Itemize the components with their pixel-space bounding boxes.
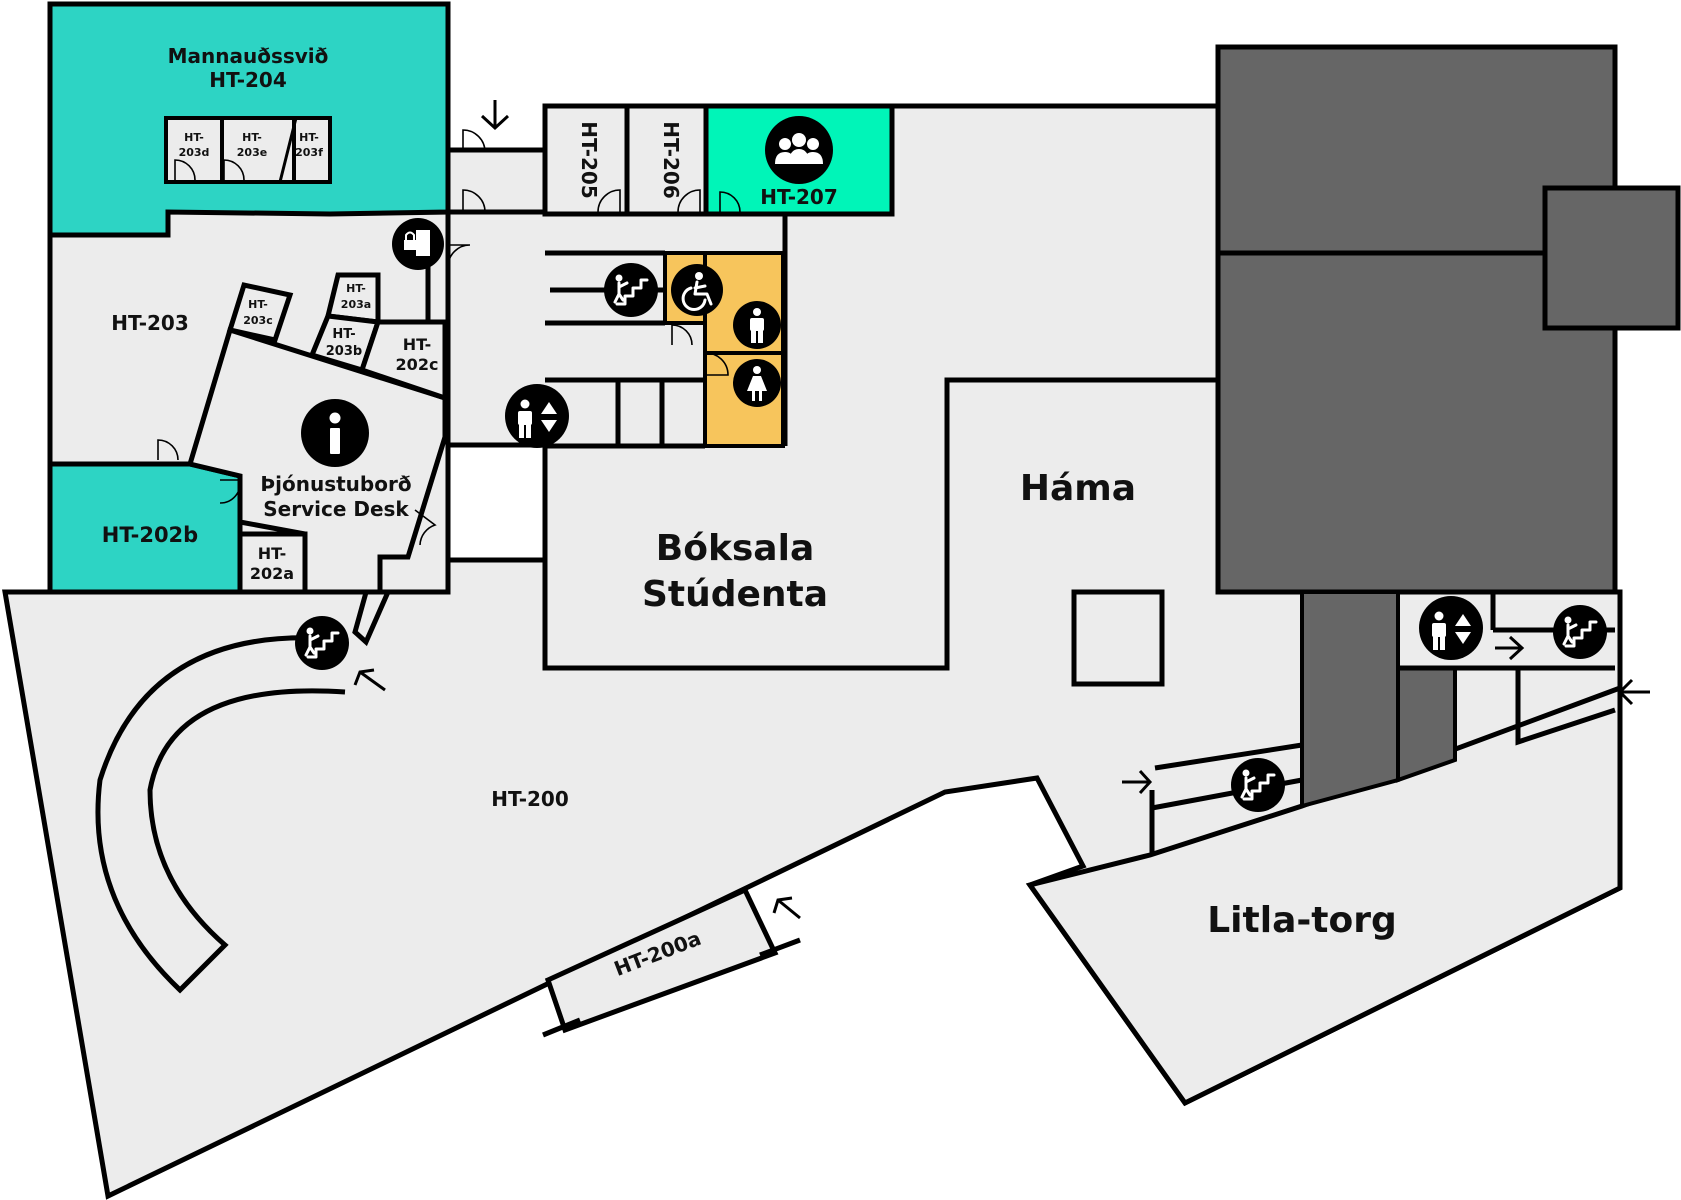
label-ht-202c: HT-202c [396,335,439,374]
entrance-arrow-icon [1122,769,1153,795]
label-ht-202b: HT-202b [102,523,198,547]
label-boksala-line1: Bóksala [656,528,814,569]
room-ht-200a[interactable] [544,886,779,1034]
entrance-arrow-icon [772,896,801,920]
entrance-arrow-icon [353,668,386,692]
label-service-desk-is: Þjónustuborð [260,472,411,496]
room-ht-203c[interactable] [226,282,294,343]
label-ht-202a: HT-202a [250,544,294,583]
label-hama: Háma [1020,468,1136,509]
block-lower-dark [1300,590,1400,809]
label-ht-207: HT-207 [760,185,838,209]
room-ht-202c[interactable] [358,319,448,402]
label-ht-206: HT-206 [659,121,683,199]
label-ht-204-name: Mannauðssvið [168,44,329,68]
label-ht-203f: HT-203f [295,131,323,159]
label-ht-204: HT-204 [209,68,287,92]
block-annex-dark [1542,185,1681,331]
room-ht-206[interactable] [624,103,709,217]
label-service-desk-en: Service Desk [263,497,409,521]
accessible-toilet-icon [671,264,723,316]
elevator-icon [505,384,569,448]
elevator-icon [1419,596,1483,660]
block-shaft-dark [1396,666,1457,783]
hama-pillar [1071,589,1165,687]
stairs-icon [604,263,658,317]
locker-icon [392,218,444,270]
group-meeting-icon [765,116,833,184]
female-toilet-icon [733,359,781,407]
label-ht-203a: HT-203a [341,282,371,311]
label-ht-203: HT-203 [111,311,189,335]
label-ht-203d: HT-203d [179,131,210,159]
label-ht-203c: HT-203c [243,298,272,327]
curved-staircase [95,635,346,994]
information-icon [301,399,369,467]
label-ht-203b: HT-203b [326,327,362,359]
label-ht-203e: HT-203e [237,131,267,159]
stairs-icon [295,616,349,670]
male-toilet-icon [733,301,781,349]
room-ht-203f[interactable] [292,116,332,184]
stairs-icon [1553,605,1607,659]
label-ht-200: HT-200 [491,787,569,811]
label-ht-205: HT-205 [577,121,601,199]
stairs-icon [1231,758,1285,812]
room-ht-205[interactable] [542,103,630,217]
room-ht-202a[interactable] [237,531,308,595]
entrance-arrow-icon [480,100,510,131]
label-boksala-line2: Stúdenta [642,574,828,615]
entrance-arrow-icon [1495,635,1525,661]
entrance-arrow-icon [1617,678,1650,706]
label-litla-torg: Litla-torg [1207,900,1397,941]
